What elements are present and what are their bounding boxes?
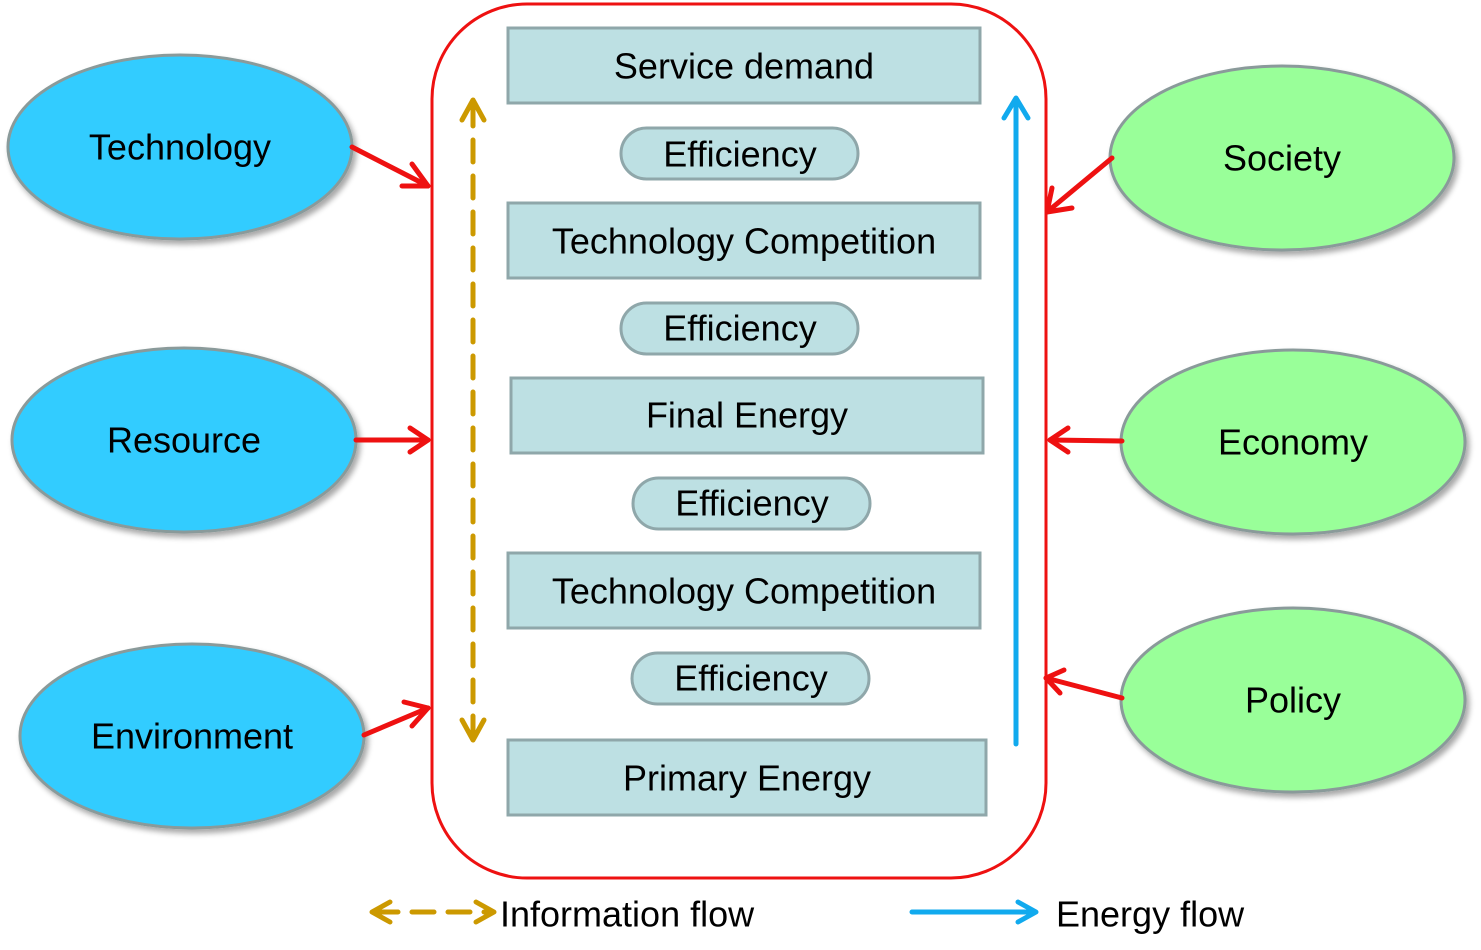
right-factor-label: Economy: [1218, 422, 1368, 463]
efficiency-label: Efficiency: [674, 658, 827, 699]
stage-technology-competition-upper: Technology Competition: [506, 201, 982, 280]
stage-label: Final Energy: [646, 395, 848, 436]
arrow-resource-to-system: [353, 425, 431, 455]
left-factor-label: Resource: [107, 420, 261, 461]
efficiency-pill-2: Efficiency: [619, 301, 860, 356]
right-factor-label: Society: [1223, 138, 1341, 179]
arrow-society-to-system: [1044, 155, 1115, 215]
legend-energy-flow-swatch: [909, 899, 1039, 925]
stage-label: Primary Energy: [623, 758, 871, 799]
left-factor-label: Environment: [91, 716, 293, 757]
legend-information-flow: Information flow: [369, 894, 755, 935]
left-factor-label: Technology: [89, 127, 271, 168]
stage-service-demand: Service demand: [506, 26, 982, 105]
efficiency-pill-3: Efficiency: [631, 476, 872, 531]
energy-flow-arrow: [1001, 95, 1031, 747]
stage-label: Technology Competition: [552, 221, 936, 262]
right-factor-policy: Policy: [1119, 606, 1467, 794]
stage-primary-energy: Primary Energy: [506, 738, 988, 817]
efficiency-label: Efficiency: [663, 134, 816, 175]
efficiency-pill-4: Efficiency: [630, 651, 871, 706]
left-factor-resource: Resource: [10, 346, 358, 534]
legend-energy-flow: Energy flow: [909, 894, 1245, 935]
right-factor-economy: Economy: [1119, 348, 1467, 536]
left-factor-technology: Technology: [6, 53, 354, 241]
efficiency-label: Efficiency: [675, 483, 828, 524]
right-factor-label: Policy: [1245, 680, 1341, 721]
legend-information-flow-label: Information flow: [500, 894, 755, 935]
arrow-technology-to-system: [349, 144, 431, 189]
stage-label: Service demand: [614, 46, 874, 87]
legend-energy-flow-label: Energy flow: [1056, 894, 1245, 935]
arrow-economy-to-system: [1047, 425, 1125, 455]
information-flow-arrow: [459, 97, 487, 743]
stage-technology-competition-lower: Technology Competition: [506, 551, 982, 630]
stage-label: Technology Competition: [552, 571, 936, 612]
legend-information-flow-swatch: [369, 899, 497, 925]
efficiency-label: Efficiency: [663, 308, 816, 349]
stage-final-energy: Final Energy: [509, 376, 985, 455]
arrow-policy-to-system: [1043, 667, 1125, 701]
left-factor-environment: Environment: [18, 642, 366, 830]
efficiency-pill-1: Efficiency: [619, 126, 860, 181]
right-factor-society: Society: [1108, 64, 1456, 252]
arrow-environment-to-system: [361, 699, 431, 738]
